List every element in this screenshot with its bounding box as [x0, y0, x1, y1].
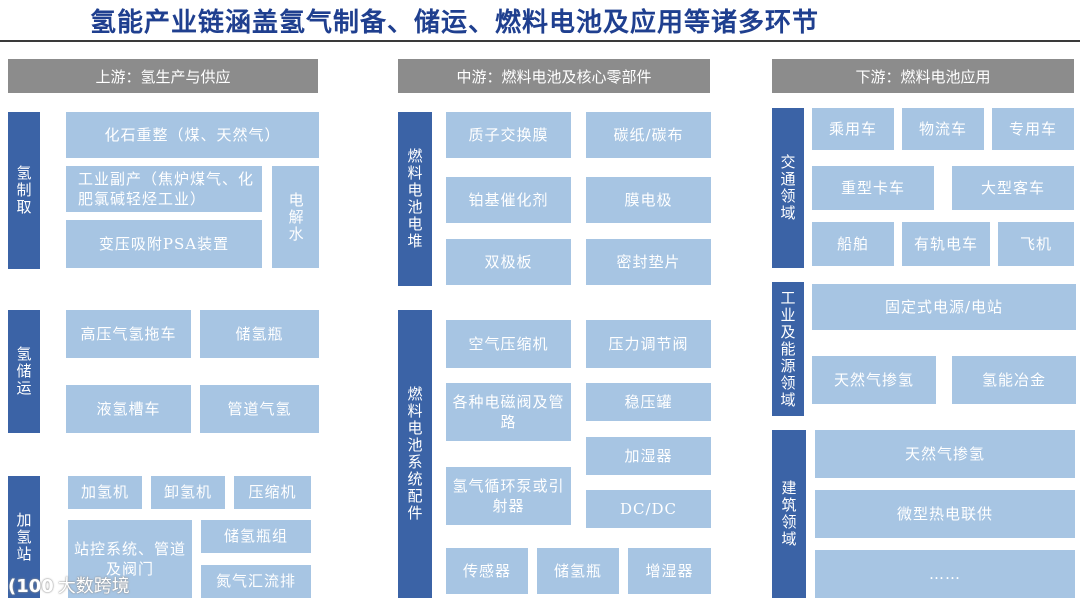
station-item-compressor: 压缩机 — [234, 476, 311, 509]
transport-item-tram: 有轨电车 — [902, 222, 990, 266]
storage-item-cylinder: 储氢瓶 — [200, 310, 319, 358]
transport-item-ship: 船舶 — [812, 222, 894, 266]
system-item-pressure-valve: 压力调节阀 — [586, 320, 711, 368]
stack-item-membrane: 质子交换膜 — [446, 112, 571, 158]
building-item-gas-blending: 天然气掺氢 — [815, 430, 1075, 478]
watermark-logo: (100 — [8, 576, 54, 597]
station-item-unloader: 卸氢机 — [151, 476, 225, 509]
transport-item-plane: 飞机 — [998, 222, 1074, 266]
industry-item-gas-blending: 天然气掺氢 — [812, 356, 936, 404]
stack-item-mea: 膜电极 — [586, 177, 711, 223]
transport-item-bus: 大型客车 — [952, 166, 1074, 210]
system-item-dcdc: DC/DC — [586, 490, 711, 528]
downstream-header: 下游：燃料电池应用 — [772, 59, 1074, 93]
page-title: 氢能产业链涵盖氢气制备、储运、燃料电池及应用等诸多环节 — [90, 8, 820, 38]
stack-label: 燃料电池电堆 — [398, 112, 432, 286]
system-item-tank: 储氢瓶 — [537, 548, 619, 594]
system-item-solenoid: 各种电磁阀及管路 — [446, 383, 571, 441]
industry-item-metallurgy: 氢能冶金 — [952, 356, 1076, 404]
transport-item-logistics: 物流车 — [902, 108, 984, 150]
production-label: 氢制取 — [8, 112, 40, 269]
midstream-header: 中游：燃料电池及核心零部件 — [398, 59, 710, 93]
transport-item-truck: 重型卡车 — [812, 166, 934, 210]
production-item-fossil: 化石重整（煤、天然气） — [66, 112, 319, 158]
title-divider — [0, 40, 1080, 42]
production-item-electrolysis: 电解水 — [272, 166, 319, 268]
system-label: 燃料电池系统配件 — [398, 310, 432, 598]
building-item-more: …… — [815, 550, 1075, 598]
upstream-header: 上游：氢生产与供应 — [8, 59, 318, 93]
watermark-text: 大数跨境 — [57, 576, 130, 597]
production-item-byproduct: 工业副产（焦炉煤气、化肥氯碱轻烃工业） — [66, 166, 262, 212]
production-item-psa: 变压吸附PSA装置 — [66, 220, 262, 268]
industry-item-stationary-power: 固定式电源/电站 — [812, 284, 1076, 330]
storage-label: 氢储运 — [8, 310, 40, 433]
stack-item-gasket: 密封垫片 — [586, 239, 711, 285]
system-item-recirculation: 氢气循环泵或引射器 — [446, 467, 571, 525]
station-item-cylinder-group: 储氢瓶组 — [201, 520, 311, 553]
transport-label: 交通领域 — [772, 108, 804, 268]
transport-item-special: 专用车 — [992, 108, 1074, 150]
storage-item-tube-trailer: 高压气氢拖车 — [66, 310, 191, 358]
storage-item-liquid-tanker: 液氢槽车 — [66, 385, 191, 433]
system-item-humidifier: 加湿器 — [586, 437, 711, 475]
industry-label: 工业及能源领域 — [772, 282, 804, 416]
stack-item-carbon-paper: 碳纸/碳布 — [586, 112, 711, 158]
system-item-humidifier-2: 增湿器 — [628, 548, 711, 594]
stack-item-bipolar-plate: 双极板 — [446, 239, 571, 285]
station-item-control: 站控系统、管道及阀门 — [68, 520, 192, 598]
system-item-sensor: 传感器 — [446, 548, 528, 594]
station-item-nitrogen: 氮气汇流排 — [201, 565, 311, 598]
building-label: 建筑领域 — [772, 430, 806, 598]
station-label: 加氢站 — [8, 476, 40, 598]
station-item-dispenser: 加氢机 — [68, 476, 142, 509]
system-item-air-compressor: 空气压缩机 — [446, 320, 571, 368]
storage-item-pipeline: 管道气氢 — [200, 385, 319, 433]
building-item-chp: 微型热电联供 — [815, 490, 1075, 538]
system-item-surge-tank: 稳压罐 — [586, 383, 711, 421]
transport-item-passenger-car: 乘用车 — [812, 108, 894, 150]
stack-item-catalyst: 铂基催化剂 — [446, 177, 571, 223]
